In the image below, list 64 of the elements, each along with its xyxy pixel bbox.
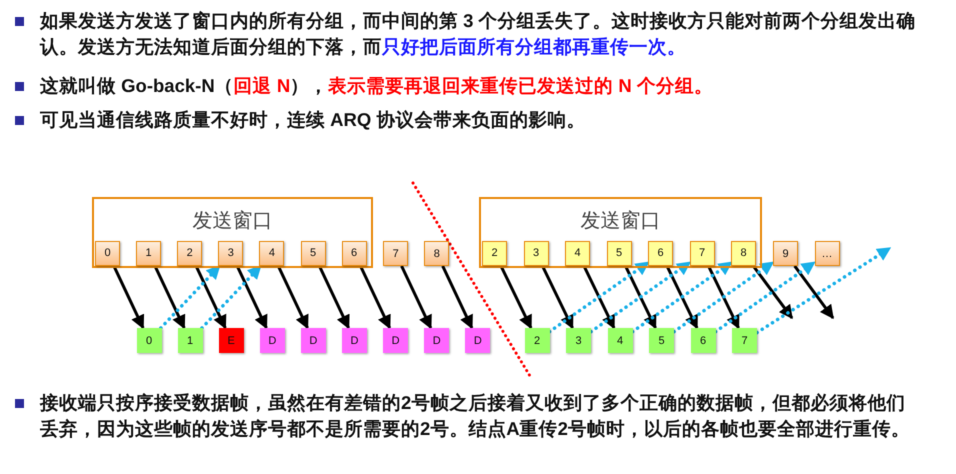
window-title: 发送窗口 <box>580 209 662 234</box>
arrow <box>441 265 474 330</box>
dotted-arrow <box>755 246 892 334</box>
frame-box: 9 <box>773 241 798 266</box>
bullet-text: 这就叫做 Go-back-N（回退 N），表示需要再退回来重传已发送过的 N 个分组。 <box>40 74 714 98</box>
frame-box: D <box>300 328 326 353</box>
frame-box: 5 <box>649 328 674 353</box>
frame-box: 2 <box>177 240 202 266</box>
frame-box: 2 <box>482 240 507 266</box>
arrow <box>359 265 392 330</box>
frame-box: 4 <box>259 240 284 266</box>
frame-box: 6 <box>342 240 367 266</box>
dotted-arrow <box>630 260 734 334</box>
dotted-arrow <box>589 260 692 334</box>
arrow <box>707 265 740 330</box>
arrow <box>154 265 186 330</box>
frame-box: 4 <box>565 240 590 266</box>
bullet-text: 接收端只按序接受数据帧，虽然在有差错的2号帧之后接着又收到了多个正确的数据帧，但都必须将他们丢弃，因为这些帧的发送序号都不是所需要的2号。结点A重传2号帧时，以后的各帧也要全部进行重传。 <box>40 391 911 441</box>
frame-box: 5 <box>300 240 326 266</box>
arrow <box>194 265 227 330</box>
frame-box: 0 <box>136 328 162 353</box>
dotted-arrow <box>672 260 775 334</box>
arrow <box>500 265 532 330</box>
frame-box: 8 <box>731 240 756 266</box>
frame-box: D <box>383 328 408 353</box>
frame-box: D <box>465 328 490 353</box>
frame-box: 8 <box>424 241 450 266</box>
frame-box: 1 <box>136 240 162 266</box>
frame-box: 3 <box>524 240 548 266</box>
frame-box: 6 <box>648 240 673 266</box>
arrow <box>318 265 350 330</box>
arrow <box>400 265 432 330</box>
frame-box: 6 <box>690 328 716 353</box>
frame-box: 7 <box>690 240 714 266</box>
window-title: 发送窗口 <box>192 209 274 234</box>
arrow <box>752 265 794 320</box>
arrow <box>624 265 657 330</box>
frame-box: D <box>260 328 285 353</box>
arrow <box>794 265 834 320</box>
bullet-text: 可见当通信线路质量不好时，连续 ARQ 协议会带来负面的影响。 <box>40 108 586 132</box>
frame-box: 5 <box>606 240 632 266</box>
frame-box: 7 <box>732 328 757 353</box>
frame-box: … <box>814 241 840 266</box>
arrow <box>236 265 268 330</box>
frame-box: 2 <box>524 328 550 353</box>
frame-box: D <box>342 328 367 353</box>
dotted-arrow <box>714 260 816 334</box>
arrow <box>582 265 616 330</box>
arrow <box>666 265 698 330</box>
window-frame <box>92 197 373 268</box>
frame-box: 3 <box>566 328 591 353</box>
frame-box: 4 <box>608 328 632 353</box>
frame-box: 3 <box>218 240 244 266</box>
arrow <box>112 265 144 330</box>
frame-box: D <box>424 328 450 353</box>
dotted-arrow <box>548 260 650 334</box>
bullet-text: 如果发送方发送了窗口内的所有分组，而中间的第 3 个分组丢失了。这时接收方只能对前两个分组发出确认。发送方无法知道后面分组的下落，而只好把后面所有分组都再重传一次。 <box>40 9 917 59</box>
arrow <box>276 265 309 330</box>
frame-box: E <box>218 328 244 353</box>
window-frame <box>479 197 762 268</box>
frame-box: 7 <box>383 241 408 266</box>
frame-box: 1 <box>178 328 203 353</box>
arrow <box>541 265 574 330</box>
frame-box: 0 <box>95 240 120 266</box>
